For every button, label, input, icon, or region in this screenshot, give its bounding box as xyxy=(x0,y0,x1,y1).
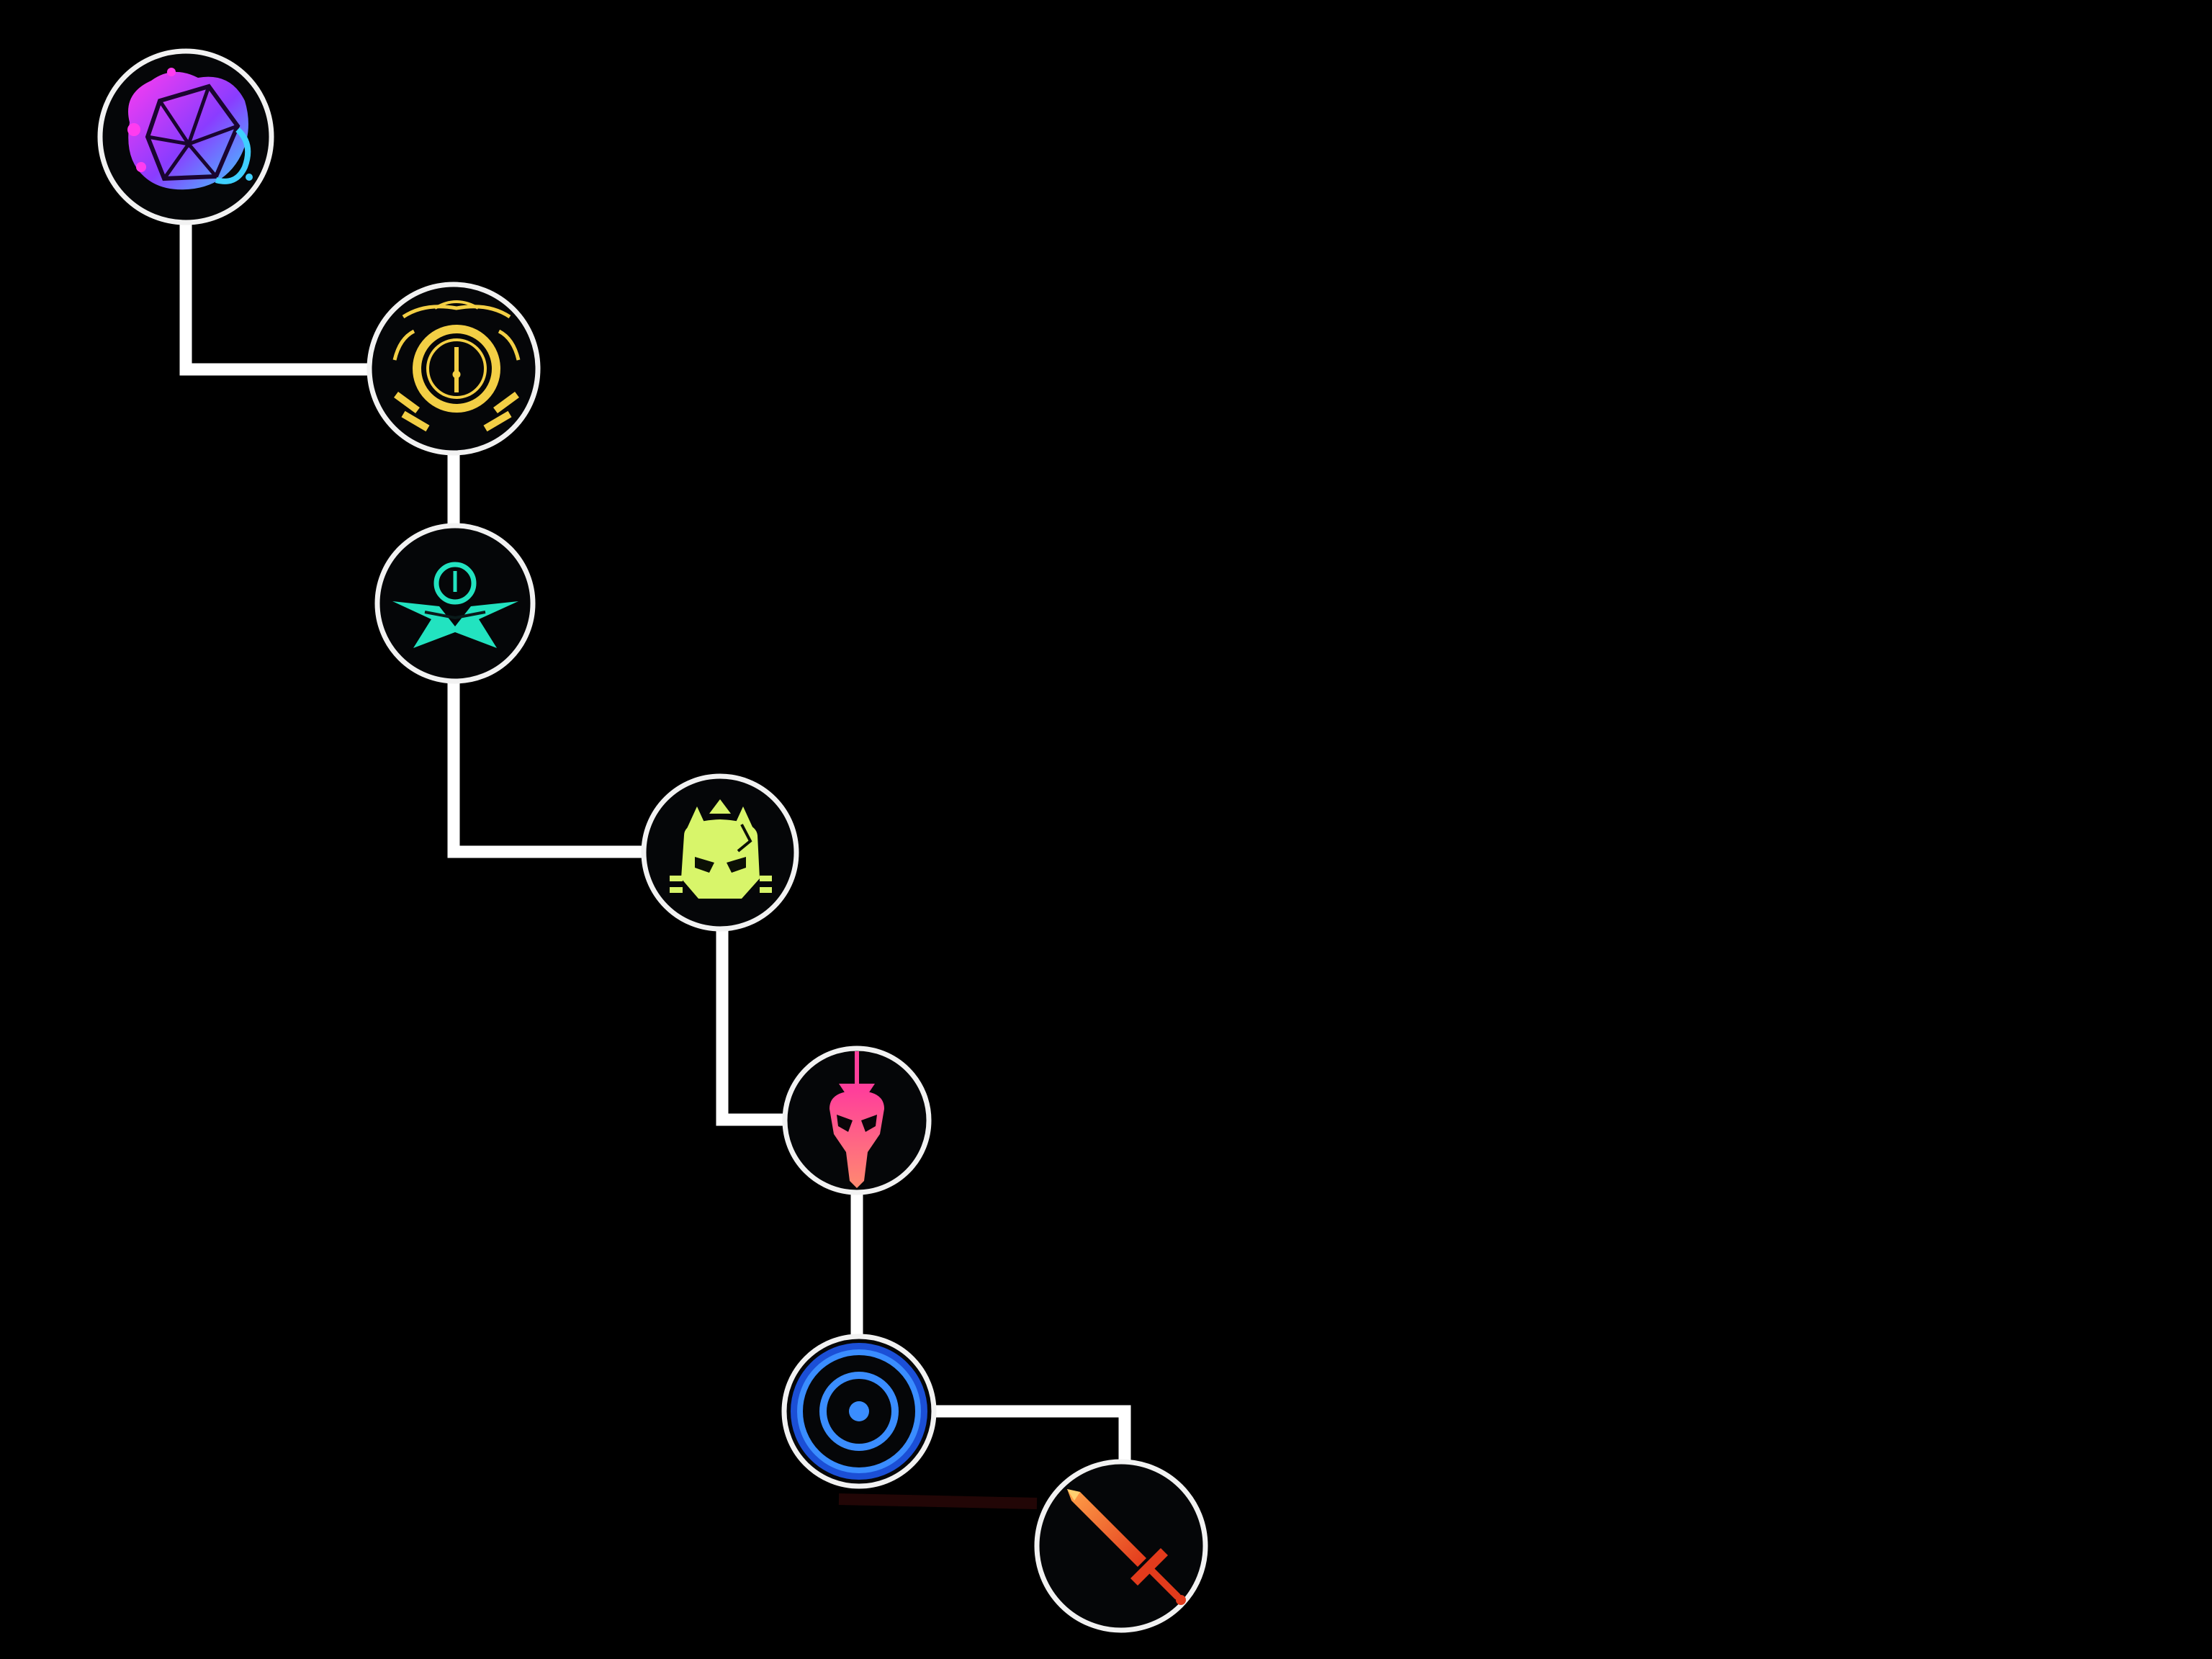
connector-1-2 xyxy=(186,223,373,369)
skill-node-6[interactable] xyxy=(784,1336,934,1486)
skill-node-5[interactable] xyxy=(785,1048,929,1192)
skill-node-7[interactable] xyxy=(1037,1462,1205,1630)
connector-6-7 xyxy=(935,1411,1125,1462)
connector-3-4 xyxy=(454,680,642,852)
skill-node-4[interactable] xyxy=(644,776,796,929)
connector-4-5 xyxy=(722,929,785,1120)
skill-node-2[interactable] xyxy=(369,284,538,453)
red-trail xyxy=(839,1499,1037,1503)
skill-node-3[interactable] xyxy=(377,526,533,681)
skill-node-1[interactable] xyxy=(100,51,271,222)
